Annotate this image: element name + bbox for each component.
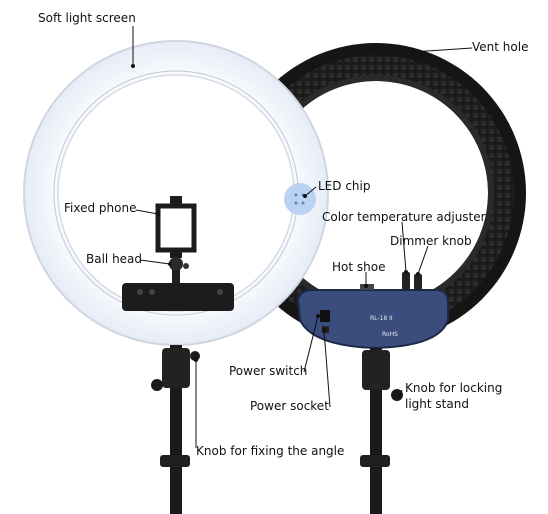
label-soft-light-screen: Soft light screen bbox=[38, 11, 136, 25]
label-led-chip: LED chip bbox=[318, 179, 370, 193]
dimmer-knob[interactable] bbox=[414, 274, 422, 290]
led-chip bbox=[284, 183, 316, 215]
label-vent-hole: Vent hole bbox=[472, 40, 528, 54]
label-power-socket: Power socket bbox=[250, 399, 329, 413]
label-fixed-phone: Fixed phone bbox=[64, 201, 136, 215]
panel-brand-mark: RoHS bbox=[382, 331, 398, 338]
front-stand bbox=[151, 345, 200, 514]
label-power-switch: Power switch bbox=[229, 364, 307, 378]
front-base-bar bbox=[122, 283, 234, 311]
label-dimmer-knob: Dimmer knob bbox=[390, 234, 472, 248]
label-ball-head: Ball head bbox=[86, 252, 142, 266]
label-knob-locking-line1: Knob for locking bbox=[405, 381, 502, 395]
label-knob-fixing-angle: Knob for fixing the angle bbox=[196, 444, 344, 458]
color-temperature-knob[interactable] bbox=[402, 272, 410, 290]
panel-model: RL-18 II bbox=[370, 315, 393, 322]
rear-stand bbox=[360, 348, 403, 514]
power-switch[interactable] bbox=[320, 310, 330, 322]
label-color-temperature-adjuster: Color temperature adjuster bbox=[322, 210, 486, 224]
label-knob-locking-line2: light stand bbox=[405, 397, 469, 411]
label-hot-shoe: Hot shoe bbox=[332, 260, 385, 274]
